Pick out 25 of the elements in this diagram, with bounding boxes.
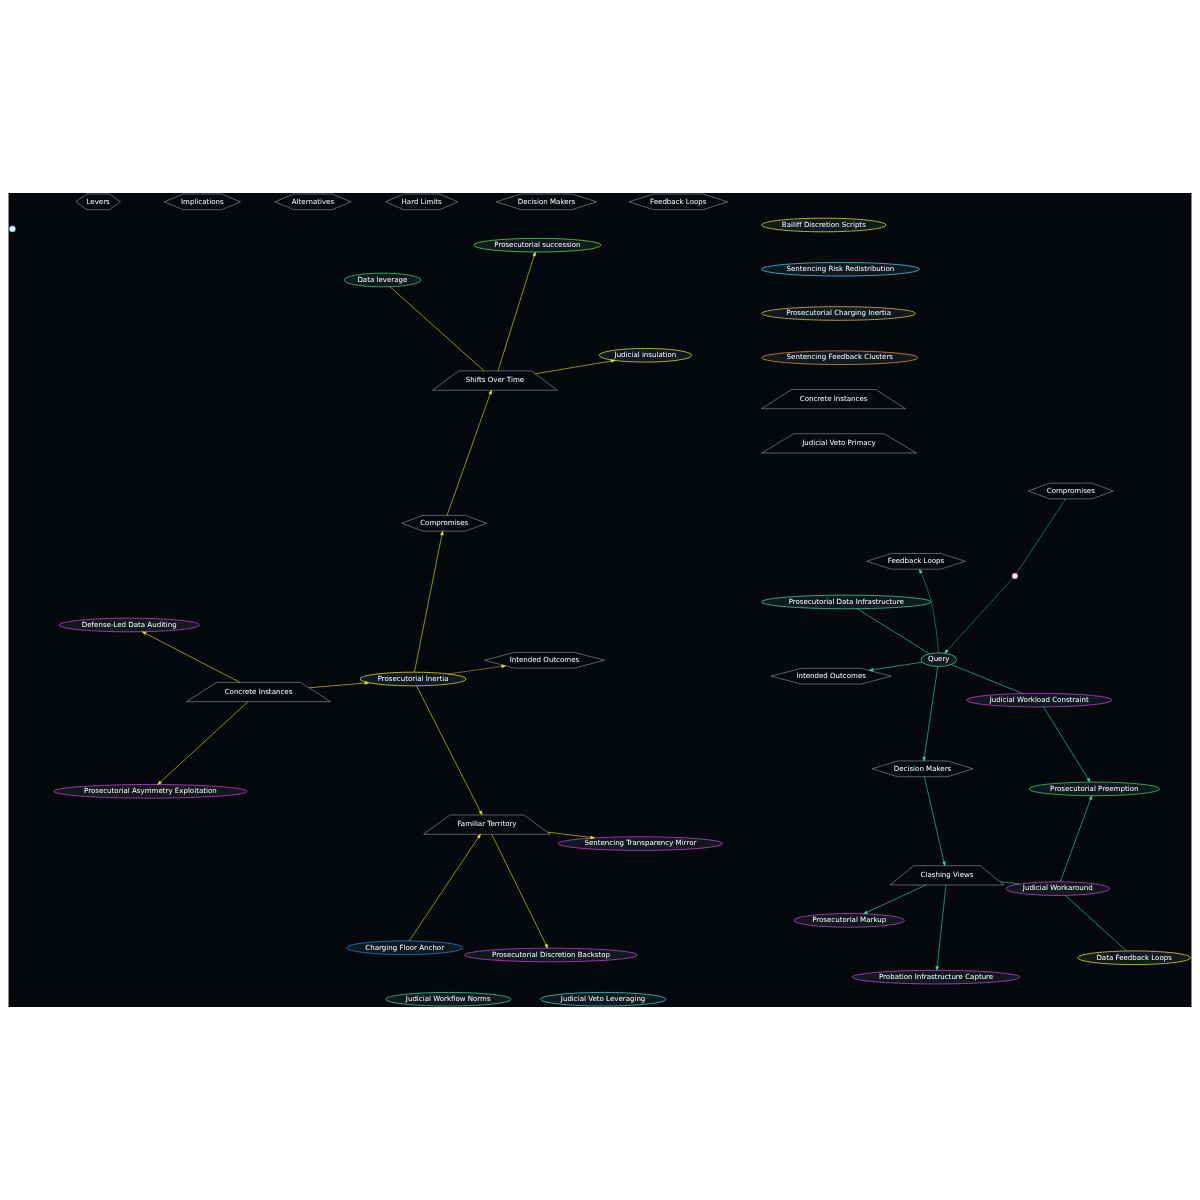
arrow xyxy=(1043,706,1091,783)
arrow xyxy=(935,884,947,971)
arrow xyxy=(534,359,616,375)
arrow xyxy=(157,701,249,785)
arrow xyxy=(863,884,927,915)
arrow xyxy=(922,666,939,762)
arrow xyxy=(497,251,536,372)
arrow xyxy=(308,681,370,689)
arrow xyxy=(868,661,923,672)
connector xyxy=(856,608,930,655)
node-circle xyxy=(1011,572,1019,580)
arrow xyxy=(414,530,444,673)
arrow xyxy=(924,776,946,866)
arrow xyxy=(448,664,506,675)
node-circle xyxy=(9,225,16,233)
arrow xyxy=(919,568,939,654)
arrow xyxy=(547,831,595,840)
arrow xyxy=(416,685,483,816)
connector xyxy=(950,664,1024,694)
arrow xyxy=(409,834,481,942)
arrow xyxy=(446,389,492,516)
arrow xyxy=(1060,795,1093,883)
arrow xyxy=(491,834,548,949)
arrow xyxy=(944,577,1014,654)
arrow xyxy=(141,631,241,683)
